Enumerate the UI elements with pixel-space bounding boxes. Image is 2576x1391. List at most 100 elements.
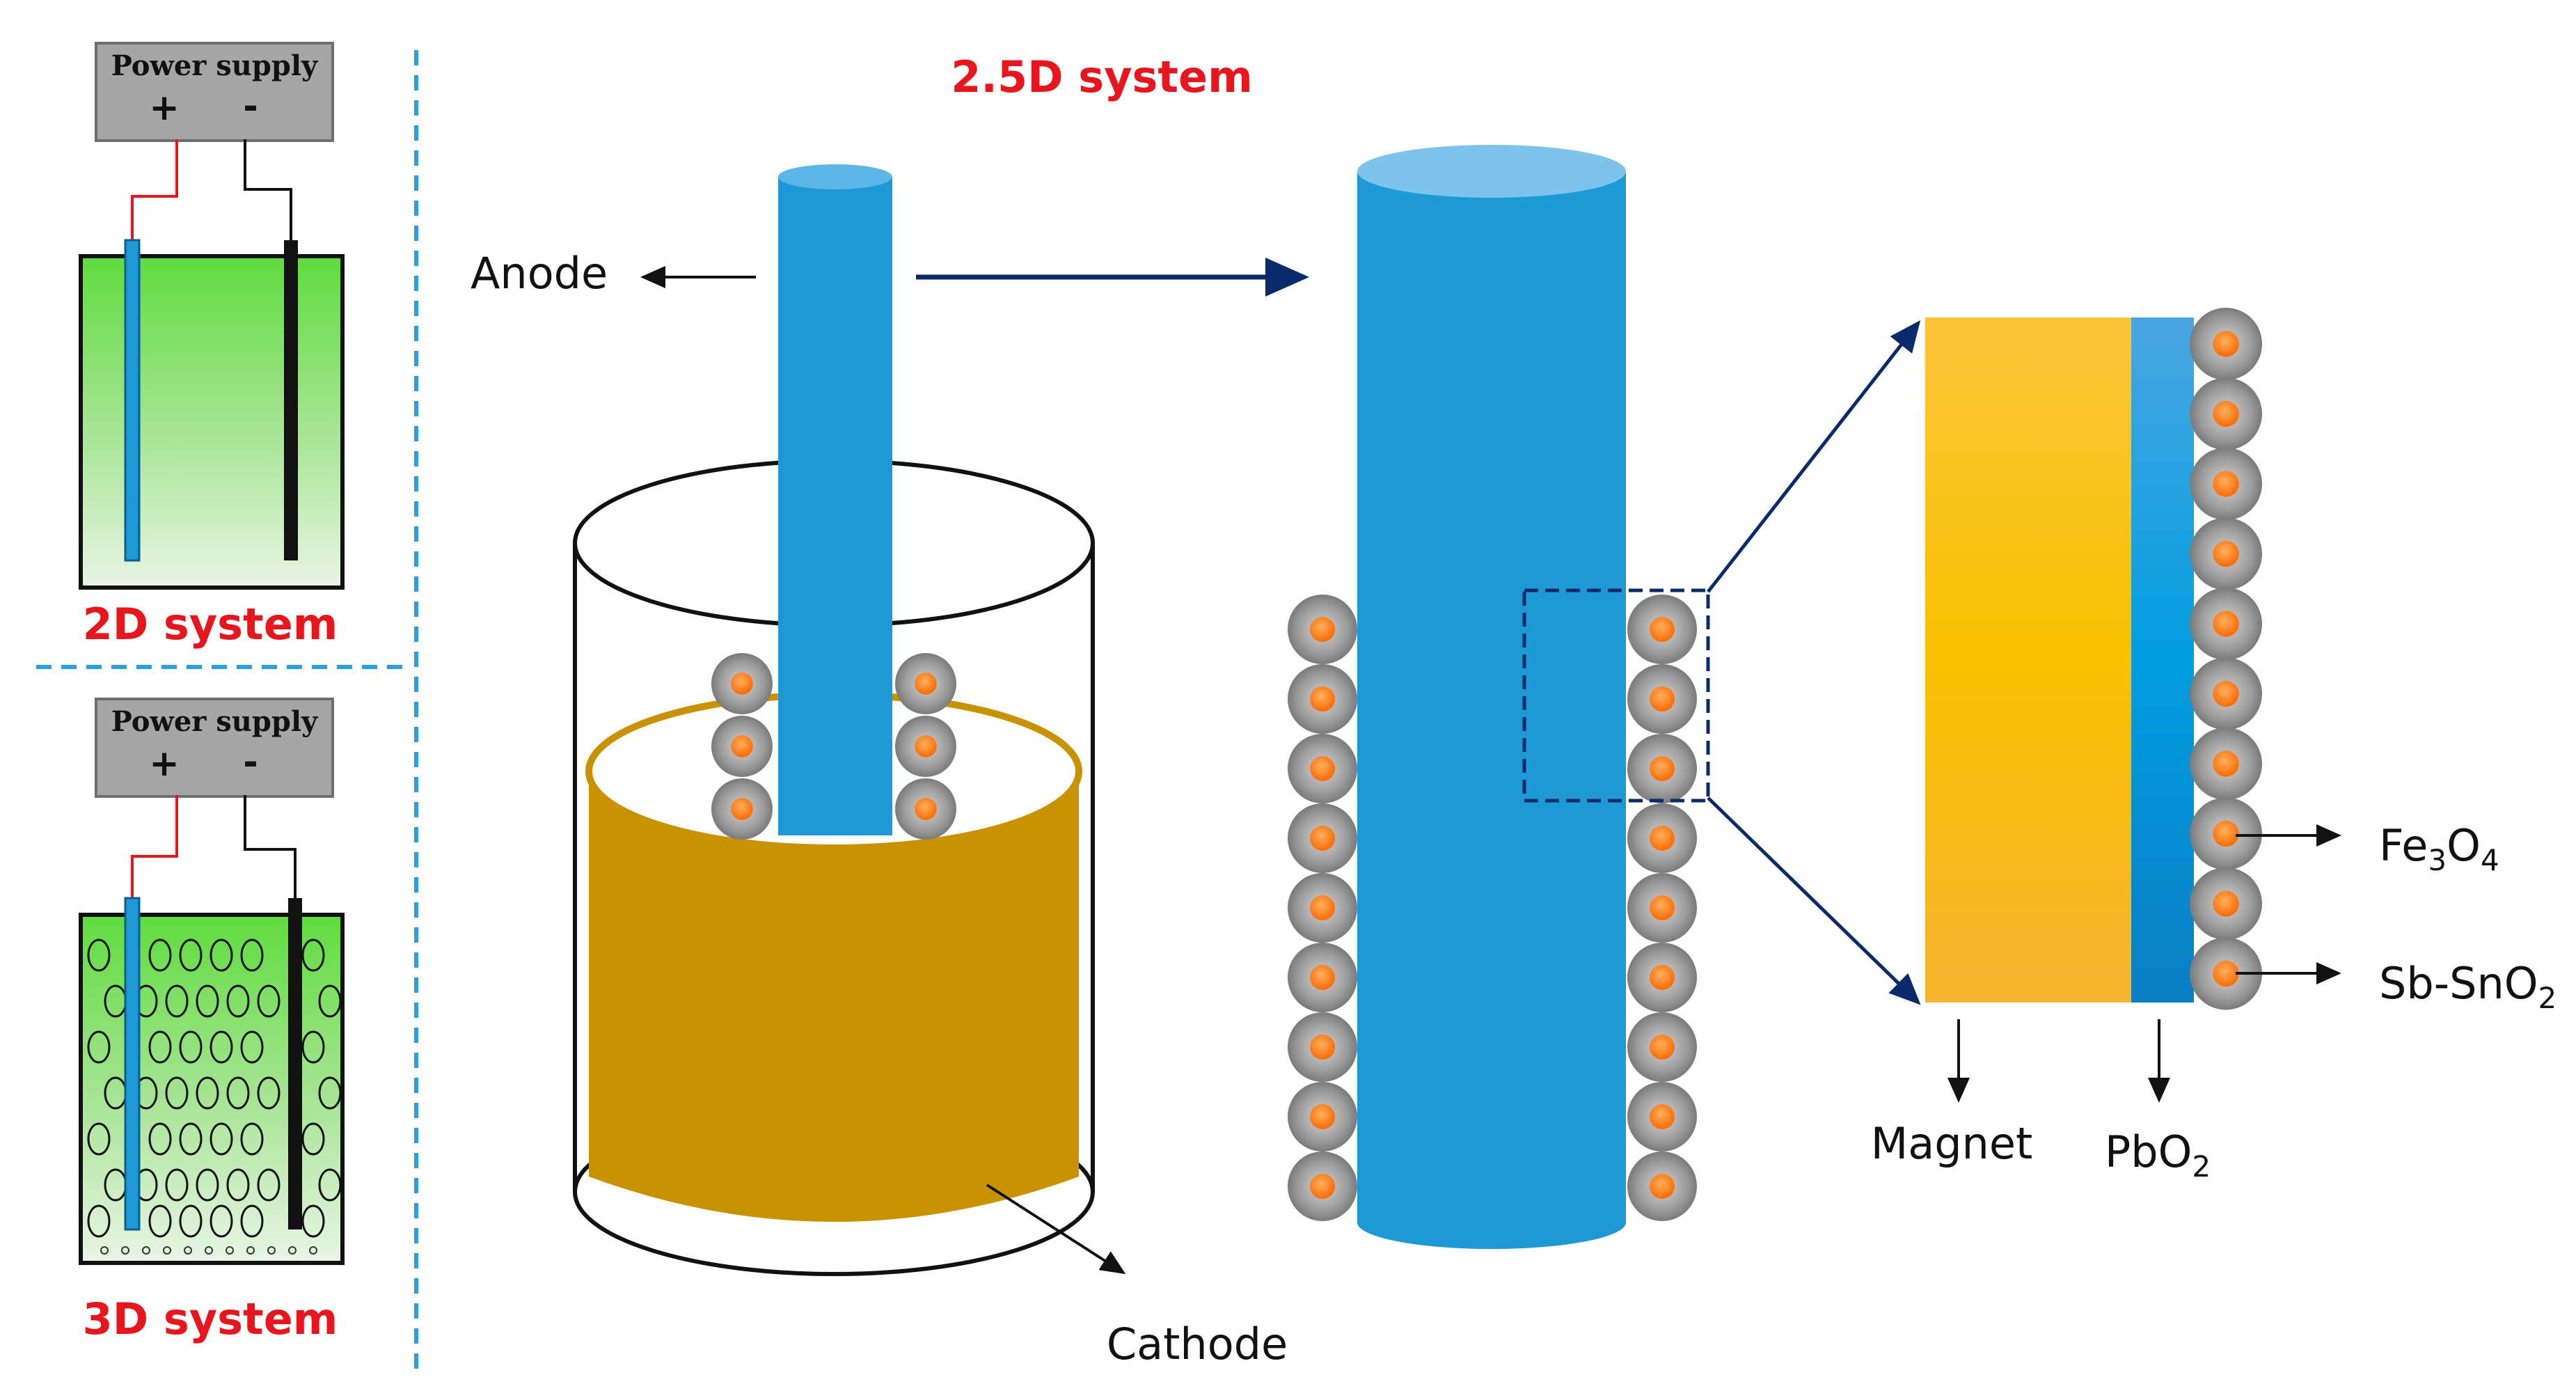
particle-electrode <box>257 1076 280 1110</box>
red-wire-2d <box>131 139 178 240</box>
particle-electrode <box>240 1030 264 1064</box>
particle <box>1288 803 1357 873</box>
particle-electrode <box>87 1122 111 1156</box>
particle-electrode <box>87 1204 111 1238</box>
particle-electrode <box>210 1204 233 1238</box>
particle <box>711 778 773 840</box>
particle-core <box>2213 540 2239 567</box>
particle-core <box>1310 965 1335 990</box>
red-wire-3d <box>131 795 178 898</box>
particle-core <box>2213 400 2239 427</box>
power-supply-box-2d <box>95 42 334 142</box>
particle <box>711 716 773 777</box>
particle-core <box>1310 1104 1335 1129</box>
beaker-particles <box>711 653 956 840</box>
zoomed-column-body <box>1357 171 1626 1223</box>
particle <box>2190 657 2262 730</box>
title-2d-system: 2D system <box>83 599 338 650</box>
particle-electrode <box>226 1076 250 1110</box>
particle-electrode <box>240 1122 264 1156</box>
particle-electrode <box>179 1122 203 1156</box>
particle-core <box>731 735 753 757</box>
magnet-layer <box>1925 317 2131 1003</box>
particle-core <box>1310 895 1335 920</box>
particle-core <box>2213 960 2239 987</box>
particle-electrode <box>148 938 172 972</box>
particle-core <box>1650 756 1675 781</box>
particle <box>895 653 956 714</box>
particle-electrode <box>196 1076 219 1110</box>
particle <box>1627 1152 1697 1221</box>
particle <box>1627 664 1697 734</box>
particle-core <box>731 798 753 820</box>
cathode-electrode-3d <box>288 898 302 1229</box>
particle-electrode <box>318 1168 342 1202</box>
electrolyte-liquid <box>589 771 1079 1222</box>
particle-electrode <box>318 1076 342 1110</box>
particle <box>1627 803 1697 873</box>
magnet-label: Magnet <box>1871 1118 2033 1169</box>
zoom-box <box>1522 588 1710 803</box>
anode-electrode-2d <box>124 239 141 562</box>
particle-electrode <box>165 1168 189 1202</box>
black-wire-3d <box>244 795 297 898</box>
particle <box>1288 1152 1357 1221</box>
sbsno2-label: Sb-SnO2 <box>2379 958 2557 1015</box>
particle-core <box>915 798 937 820</box>
zoom-line-bottom <box>1707 796 1921 1005</box>
particle-electrode <box>179 1204 203 1238</box>
minus-terminal-2d: - <box>243 86 258 127</box>
particle <box>1627 734 1697 803</box>
particle <box>2190 377 2262 450</box>
particle <box>2190 308 2262 380</box>
particle-electrode <box>240 1204 264 1238</box>
bottom-dot <box>246 1246 255 1255</box>
pbo2-layer <box>2131 317 2194 1003</box>
particle-core <box>2213 680 2239 707</box>
particle-electrode <box>301 938 325 972</box>
particle-core <box>2213 890 2239 917</box>
cathode-electrode-2d <box>284 240 298 560</box>
power-supply-label-2d: Power supply <box>111 49 319 82</box>
particle-core <box>2213 820 2239 847</box>
title-3d-system: 3D system <box>83 1294 338 1344</box>
bottom-dot <box>142 1246 150 1255</box>
particle <box>1627 1082 1697 1152</box>
particle-electrode <box>240 938 264 972</box>
black-wire-2d <box>244 139 292 240</box>
particle-core <box>1650 686 1675 712</box>
particle-electrode <box>87 938 111 972</box>
particle <box>1288 734 1357 803</box>
particle-electrode <box>226 984 250 1018</box>
particle <box>895 716 956 777</box>
particle <box>1288 595 1357 664</box>
particle <box>2190 448 2262 520</box>
particle-electrode <box>210 1030 233 1064</box>
particle-core <box>1650 617 1675 642</box>
cathode-arrow <box>986 1184 1126 1275</box>
particle-electrode <box>318 984 342 1018</box>
particle-core <box>1650 965 1675 990</box>
particle <box>2190 728 2262 800</box>
particle-electrode <box>210 938 233 972</box>
particle-electrode <box>196 1168 219 1202</box>
anode-label: Anode <box>471 248 608 299</box>
particle-electrodes-3d <box>87 938 342 1238</box>
panel-3d-system: Power supply + - 3D system <box>79 698 345 1344</box>
particle-electrode <box>301 1030 325 1064</box>
layer-detail <box>1925 317 2194 1003</box>
particle-core <box>1310 756 1335 781</box>
particle-core <box>1310 826 1335 851</box>
particle-electrode <box>257 1168 280 1202</box>
particle-core <box>1650 1035 1675 1060</box>
particle-electrode <box>257 984 280 1018</box>
particle-electrode <box>87 1030 111 1064</box>
particle <box>1288 873 1357 943</box>
anode-electrode-3d <box>124 897 141 1231</box>
particle-electrode <box>148 1122 172 1156</box>
particle <box>1627 943 1697 1012</box>
particle-core <box>1650 895 1675 920</box>
particle-core <box>1650 1104 1675 1129</box>
particle-core <box>1310 1174 1335 1199</box>
particle-core <box>1650 826 1675 851</box>
